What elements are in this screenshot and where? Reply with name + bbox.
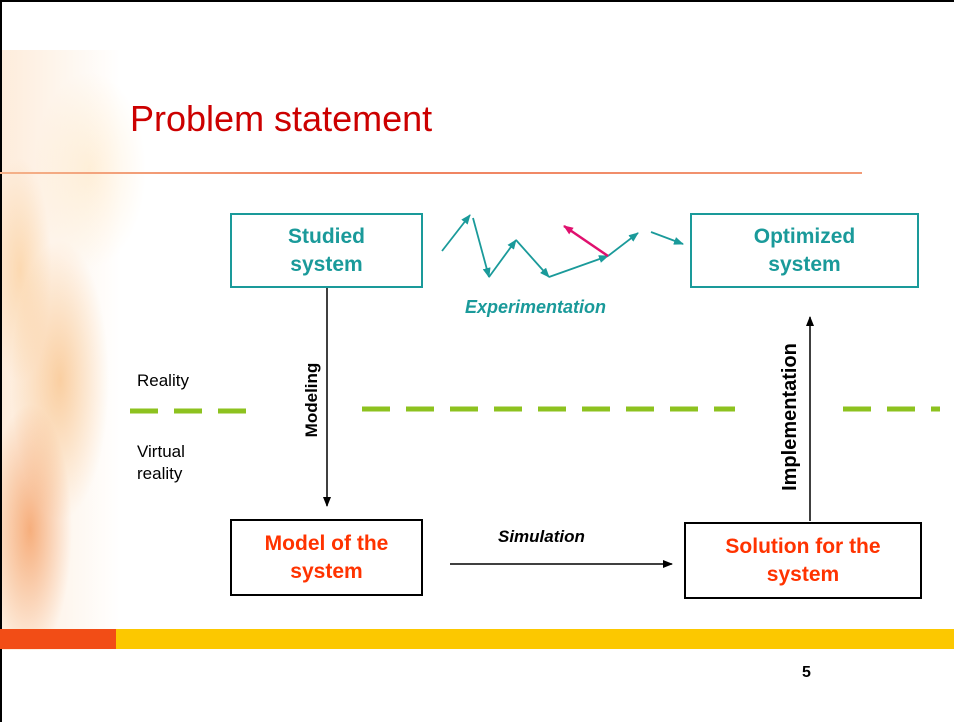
- implementation-label: Implementation: [779, 343, 801, 491]
- slide-title: Problem statement: [130, 98, 433, 139]
- frame-left-border: [0, 0, 2, 722]
- exp-segment-7: [650, 231, 684, 245]
- exp-segment-4: [515, 239, 550, 278]
- flame-decoration: [0, 50, 150, 650]
- model-of-system-box: Model of the system: [230, 519, 423, 596]
- title-underline: [0, 172, 862, 174]
- exp-segment-3: [488, 239, 517, 278]
- backtrack-arrow: [563, 224, 609, 258]
- exp-segment-2: [472, 217, 491, 278]
- modeling-label: Modeling: [302, 362, 321, 438]
- simulation-label: Simulation: [498, 527, 585, 546]
- solution-for-system-box: Solution for the system: [684, 522, 922, 599]
- exp-segment-5: [548, 255, 609, 278]
- experimentation-path: [441, 214, 684, 278]
- virtual-reality-label: Virtual reality: [137, 442, 185, 483]
- page-number: 5: [802, 664, 811, 681]
- experimentation-label: Experimentation: [465, 297, 607, 317]
- footer-bar-yellow: [116, 629, 954, 649]
- reality-label: Reality: [137, 371, 189, 390]
- exp-segment-1: [441, 214, 471, 252]
- optimized-system-box: Optimized system: [690, 213, 919, 288]
- exp-segment-6: [607, 232, 639, 257]
- dashed-divider: [130, 406, 940, 414]
- frame-top-border: [0, 0, 954, 2]
- footer-bar-red: [0, 629, 116, 649]
- studied-system-box: Studied system: [230, 213, 423, 288]
